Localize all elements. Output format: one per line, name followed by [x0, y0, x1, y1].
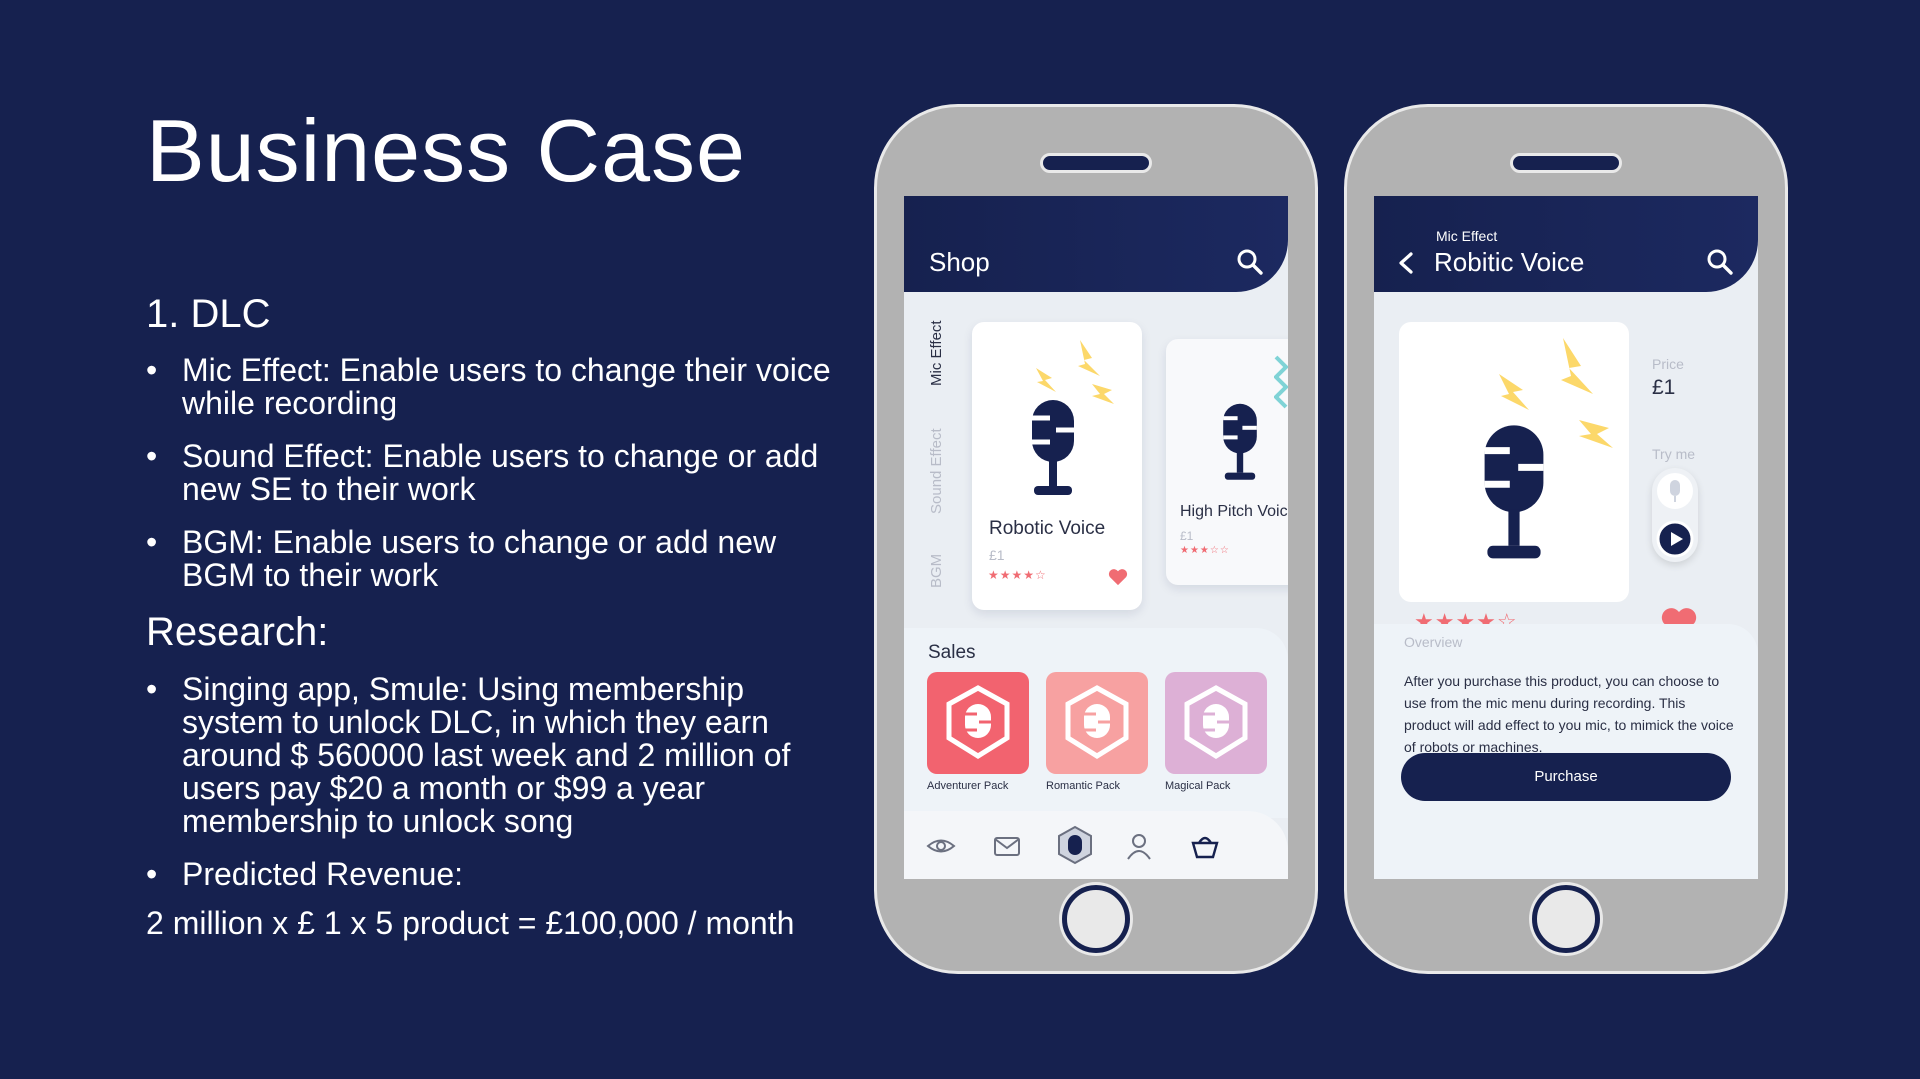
sales-title: Sales: [928, 642, 976, 663]
revenue-formula: 2 million x £ 1 x 5 product = £100,000 /…: [146, 905, 795, 941]
shop-screen: Shop Mic Effect Sound Effect BGM: [904, 196, 1288, 879]
shop-header: Shop: [904, 196, 1288, 292]
pack-magical[interactable]: [1165, 672, 1267, 774]
section-heading-dlc: 1. DLC: [146, 292, 271, 336]
product-image-card: [1399, 322, 1629, 602]
overview-text: After you purchase this product, you can…: [1404, 673, 1734, 755]
shop-title: Shop: [929, 247, 990, 277]
eye-icon[interactable]: [926, 831, 956, 861]
home-mic-icon[interactable]: [1056, 825, 1094, 865]
pack-adventurer[interactable]: [927, 672, 1029, 774]
pack-label: Adventurer Pack: [927, 780, 1009, 792]
tab-sound-effect[interactable]: Sound Effect: [928, 428, 945, 514]
bullet-predicted-revenue: Predicted Revenue:: [146, 858, 836, 892]
try-me-toggle[interactable]: [1652, 468, 1698, 562]
mail-icon[interactable]: [992, 831, 1022, 861]
soundwave-icon: [1274, 355, 1288, 409]
product-card-high-pitch-voice[interactable]: High Pitch Voice £1 ★★★☆☆: [1166, 339, 1288, 585]
phone-speaker: [1040, 153, 1152, 173]
research-bullet-list: Singing app, Smule: Using membership sys…: [146, 673, 836, 911]
section-heading-research: Research:: [146, 610, 329, 654]
detail-header: Mic Effect Robitic Voice: [1374, 196, 1758, 292]
bullet-bgm: BGM: Enable users to change or add new B…: [146, 526, 836, 592]
card-product-price: £1: [989, 547, 1005, 563]
microphone-icon: [1223, 403, 1257, 480]
microphone-icon: [1032, 400, 1074, 495]
microphone-icon: [1484, 425, 1544, 559]
overview-title: Overview: [1404, 634, 1463, 650]
pack-badge-icon: [927, 672, 1029, 774]
back-arrow-icon[interactable]: [1396, 251, 1416, 275]
pack-romantic[interactable]: [1046, 672, 1148, 774]
pack-badge-icon: [1165, 672, 1267, 774]
price-label: Price: [1652, 356, 1684, 372]
phone-mockup-detail: Mic Effect Robitic Voice: [1344, 104, 1788, 974]
price-value: £1: [1652, 376, 1676, 399]
purchase-button[interactable]: Purchase: [1401, 753, 1731, 801]
try-me-label: Try me: [1652, 446, 1696, 462]
slide-title: Business Case: [146, 101, 746, 200]
bottom-nav: [904, 811, 1288, 879]
overview-section: Overview After you purchase this product…: [1374, 624, 1758, 879]
detail-title: Robitic Voice: [1434, 247, 1585, 277]
pack-label: Magical Pack: [1165, 780, 1231, 792]
lightning-icon: [1499, 338, 1613, 448]
card-product-name: Robotic Voice: [989, 518, 1106, 539]
heart-icon[interactable]: [1660, 606, 1698, 640]
detail-category: Mic Effect: [1436, 228, 1498, 244]
search-icon[interactable]: [1706, 248, 1734, 276]
phone-home-button: [1062, 885, 1130, 953]
search-icon[interactable]: [1236, 248, 1264, 276]
heart-icon[interactable]: [1108, 568, 1128, 586]
bullet-mic-effect: Mic Effect: Enable users to change their…: [146, 354, 836, 420]
profile-icon[interactable]: [1124, 831, 1154, 861]
pack-label: Romantic Pack: [1046, 780, 1120, 792]
dlc-bullet-list: Mic Effect: Enable users to change their…: [146, 354, 836, 612]
card-product-price: £1: [1180, 529, 1194, 543]
bullet-smule-research: Singing app, Smule: Using membership sys…: [146, 673, 836, 838]
phone-mockup-shop: Shop Mic Effect Sound Effect BGM: [874, 104, 1318, 974]
pack-badge-icon: [1046, 672, 1148, 774]
mic-preview-icon[interactable]: [1656, 472, 1694, 510]
basket-icon[interactable]: [1190, 831, 1220, 861]
product-detail-screen: Mic Effect Robitic Voice: [1374, 196, 1758, 879]
tab-bgm[interactable]: BGM: [928, 553, 945, 588]
phone-home-button: [1532, 885, 1600, 953]
sales-section: Sales Adventurer Pack: [904, 628, 1288, 818]
tab-mic-effect[interactable]: Mic Effect: [928, 320, 945, 386]
phone-speaker: [1510, 153, 1622, 173]
star-rating: ★★★★☆: [988, 568, 1047, 582]
product-card-robotic-voice[interactable]: Robotic Voice £1 ★★★★☆: [972, 322, 1142, 610]
star-rating: ★★★☆☆: [1180, 545, 1230, 556]
bullet-sound-effect: Sound Effect: Enable users to change or …: [146, 440, 836, 506]
lightning-icon: [1036, 340, 1114, 404]
play-icon[interactable]: [1656, 520, 1694, 558]
card-product-name: High Pitch Voice: [1180, 503, 1288, 520]
